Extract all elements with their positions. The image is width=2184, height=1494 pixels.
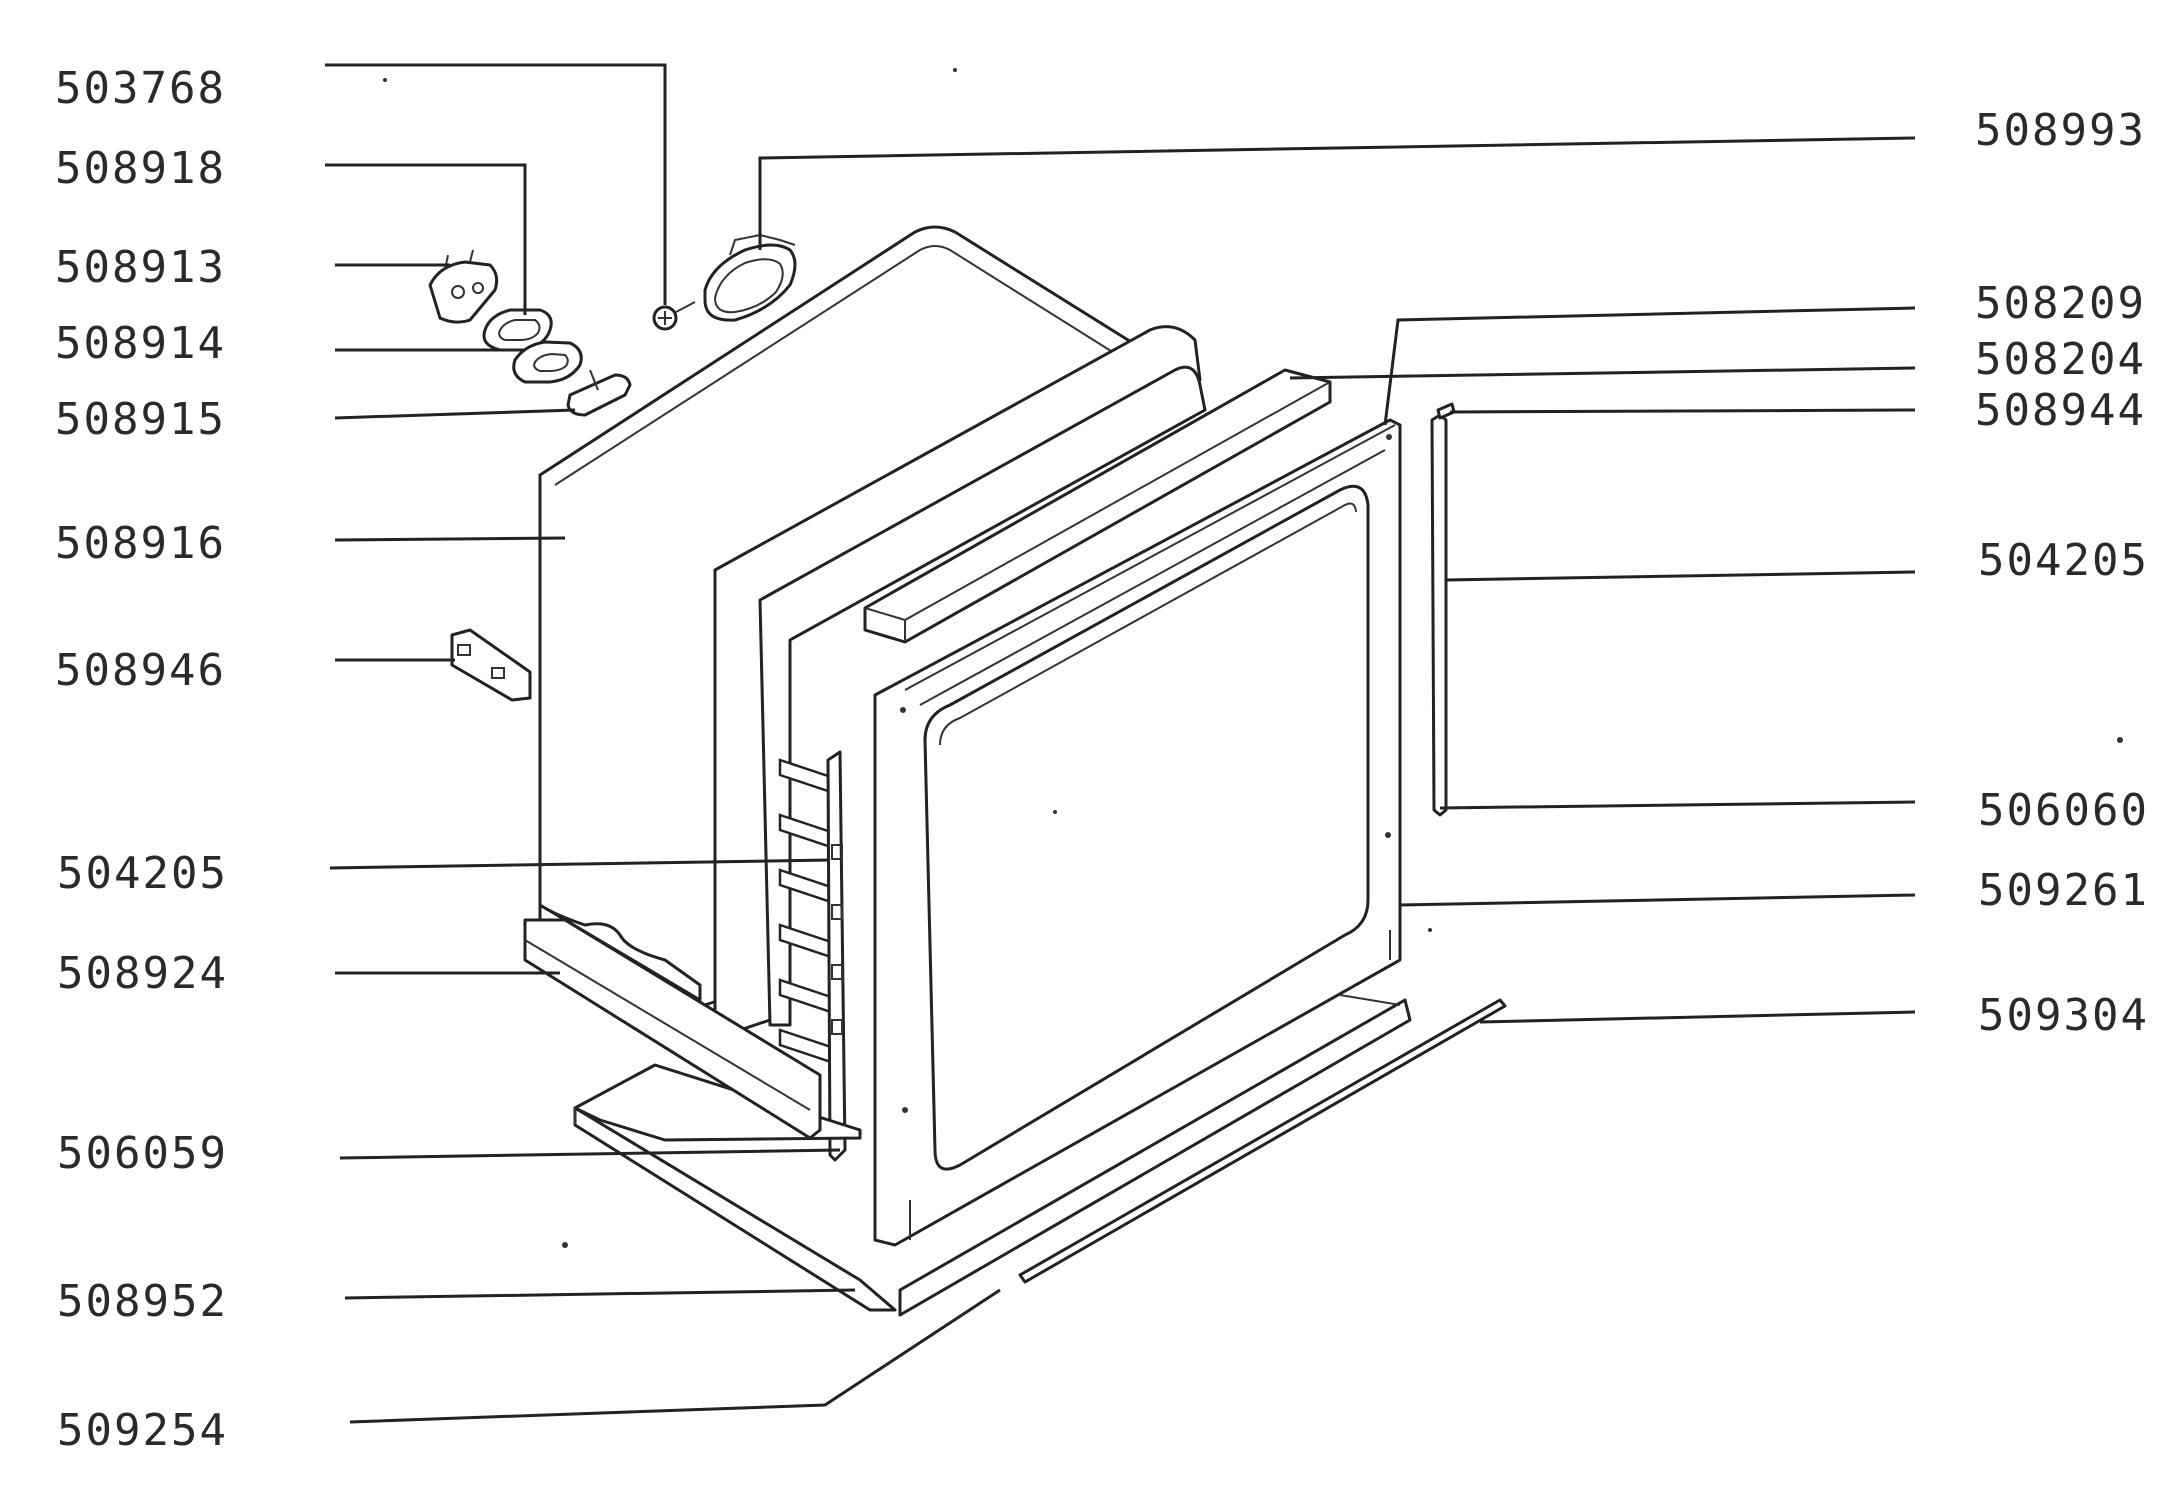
part-label: 509304	[1978, 990, 2149, 1041]
leader-509304	[1479, 1010, 1916, 1024]
part-label: 508916	[55, 518, 226, 569]
part-label: 508924	[57, 948, 228, 999]
part-label: 508204	[1975, 334, 2146, 385]
part-label: 504205	[1978, 535, 2149, 586]
leader-lines	[325, 63, 1916, 1424]
part-label: 509261	[1978, 865, 2149, 916]
oven-cavity-drawing	[428, 225, 1507, 1317]
side-bar-504205-right	[1430, 413, 1448, 817]
leader-508993	[758, 136, 1916, 250]
right-labels: 508993 508209 508204 508944 504205 50606…	[1975, 105, 2149, 1041]
bracket-508946	[450, 628, 532, 702]
part-label: 509254	[57, 1405, 228, 1456]
part-label: 503768	[55, 63, 226, 114]
part-label: 508946	[55, 645, 226, 696]
part-label: 508944	[1975, 385, 2146, 436]
part-label: 508993	[1975, 105, 2146, 156]
leader-508916	[334, 536, 566, 542]
base-strip-509254	[898, 998, 1412, 1317]
part-label: 508209	[1975, 278, 2146, 329]
leader-504205-left	[329, 858, 831, 870]
leader-508209	[1383, 306, 1916, 426]
knob-508915	[566, 369, 632, 417]
front-opening	[923, 484, 1370, 1171]
part-label: 508914	[55, 318, 226, 369]
leader-509254	[349, 1288, 1001, 1424]
leader-509261	[1399, 893, 1916, 907]
rod-509304	[1018, 998, 1507, 1284]
leader-508952	[344, 1288, 856, 1300]
leader-503768	[325, 63, 667, 305]
screw-503768	[652, 301, 696, 331]
part-label: 506060	[1978, 785, 2149, 836]
leader-508918	[325, 163, 527, 315]
side-bar-504205-left	[826, 750, 847, 1162]
connector-508913	[428, 249, 499, 324]
top-bar-508204	[863, 368, 1332, 644]
gasket-508918	[482, 308, 553, 352]
part-label: 508915	[55, 394, 226, 445]
part-label: 508913	[55, 242, 226, 293]
plate-508914	[512, 340, 583, 384]
part-label: 508918	[55, 143, 226, 194]
part-label: 506059	[57, 1128, 228, 1179]
leader-508944	[1449, 408, 1916, 414]
leader-508915	[334, 408, 576, 420]
left-labels: 503768 508918 508913 508914 508915 50891…	[55, 63, 228, 1456]
leader-506059	[339, 1148, 841, 1160]
part-label: 508952	[57, 1276, 228, 1327]
part-label: 504205	[57, 848, 228, 899]
leader-506060	[1439, 800, 1916, 810]
lamp-508993	[703, 233, 797, 322]
leader-504205-right	[1445, 570, 1916, 582]
leader-508204	[1289, 366, 1916, 380]
